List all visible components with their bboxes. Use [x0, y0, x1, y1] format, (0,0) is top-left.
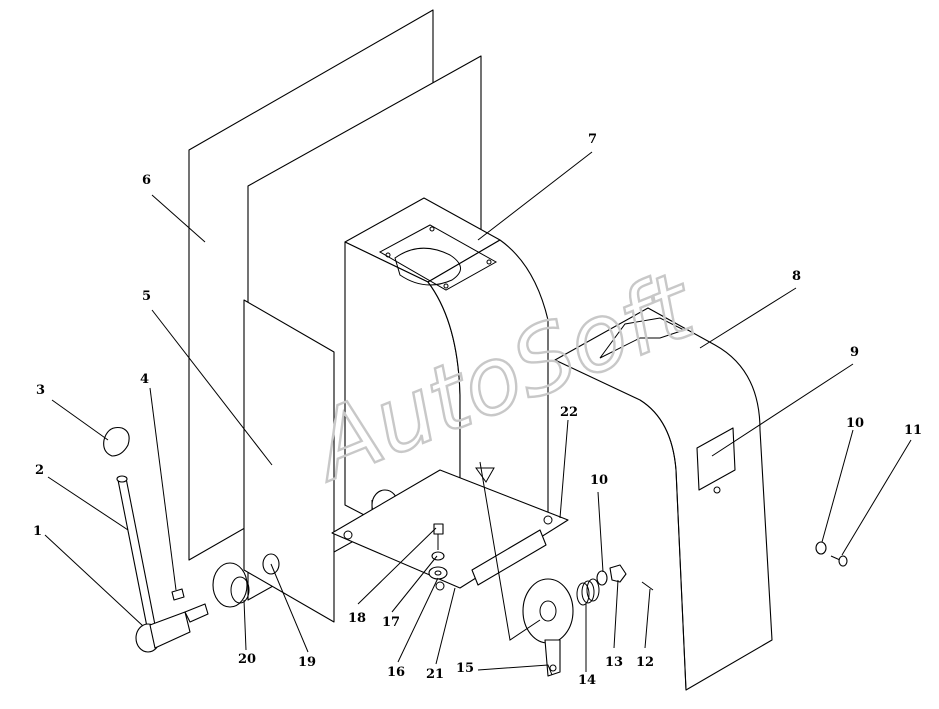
leader-lines — [44, 151, 912, 676]
part-labels: 1 2 3 4 5 6 7 8 9 10 10 11 12 13 14 15 1… — [33, 132, 922, 688]
bushing — [212, 562, 250, 608]
part-label-14: 14 — [578, 673, 596, 688]
part-label-15: 15 — [456, 661, 474, 676]
lever-knob — [103, 426, 130, 457]
part-label-10-right: 10 — [846, 416, 864, 431]
part-label-20: 20 — [238, 652, 256, 667]
part-label-4: 4 — [140, 372, 149, 387]
castle-nut — [609, 564, 627, 583]
part-label-5: 5 — [142, 289, 151, 304]
part-label-16: 16 — [387, 665, 405, 680]
front-cover — [554, 307, 773, 691]
key — [171, 588, 185, 601]
part-label-12: 12 — [636, 655, 654, 670]
assembly-direction-arrow — [475, 461, 541, 641]
spring — [576, 578, 600, 606]
front-panel-sheet — [243, 299, 335, 623]
part-label-22: 22 — [560, 405, 578, 420]
main-housing — [331, 197, 569, 591]
part-label-11: 11 — [904, 423, 922, 438]
part-label-13: 13 — [605, 655, 623, 670]
part-label-19: 19 — [298, 655, 316, 670]
part-label-9: 9 — [850, 345, 859, 360]
part-label-8: 8 — [792, 269, 801, 284]
part-label-1: 1 — [33, 524, 42, 539]
cover-window — [696, 427, 736, 491]
screw — [830, 555, 848, 567]
part-label-2: 2 — [35, 463, 44, 478]
part-label-18: 18 — [348, 611, 366, 626]
lever-hub — [135, 603, 209, 653]
part-label-21: 21 — [426, 667, 444, 682]
cotter-pin — [641, 581, 654, 591]
part-label-10-middle: 10 — [590, 473, 608, 488]
part-label-17: 17 — [382, 615, 400, 630]
part-label-3: 3 — [36, 383, 45, 398]
lever-shaft — [116, 475, 157, 633]
washer-right — [815, 541, 827, 555]
washer-middle — [596, 570, 608, 586]
flange-plate — [522, 578, 574, 677]
part-label-7: 7 — [588, 132, 597, 147]
part-label-6: 6 — [142, 173, 151, 188]
